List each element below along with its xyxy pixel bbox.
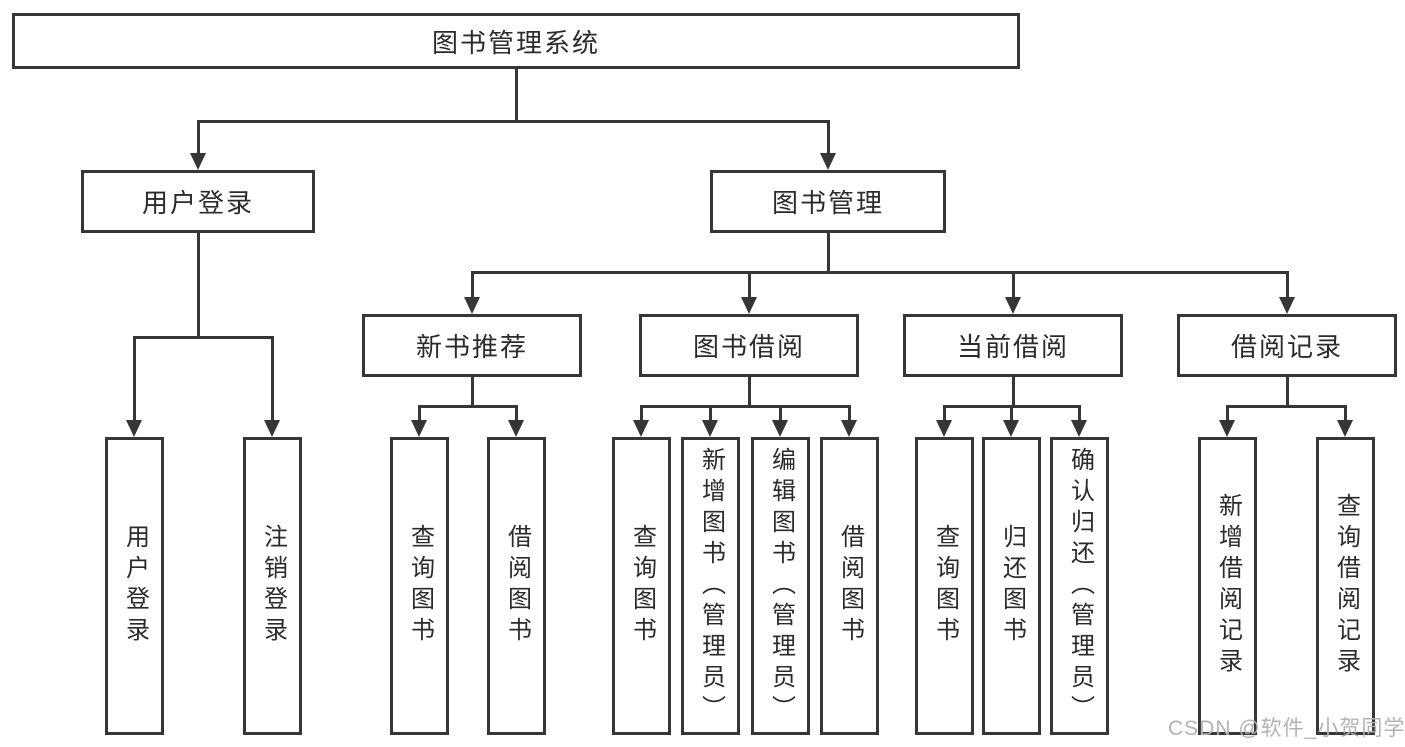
connector-line xyxy=(271,336,274,423)
node-book-borrowing-label: 图书借阅 xyxy=(692,332,805,362)
arrow-down-icon xyxy=(1005,297,1021,314)
leaf-borrow-books-borrowing-label: 借阅图书 xyxy=(836,524,864,648)
connector-line xyxy=(1010,405,1013,423)
node-library-system: 图书管理系统 xyxy=(12,13,1020,69)
leaf-user-login: 用户登录 xyxy=(105,437,164,735)
leaf-borrow-books-recommend: 借阅图书 xyxy=(487,437,546,735)
connector-line xyxy=(1012,271,1015,300)
connector-line xyxy=(748,377,751,407)
leaf-query-books-current-label: 查询图书 xyxy=(931,524,959,648)
node-borrowing-records: 借阅记录 xyxy=(1177,314,1397,377)
leaf-borrow-books-recommend-label: 借阅图书 xyxy=(503,524,531,648)
leaf-confirm-return-admin-label: 确认归还（管理员） xyxy=(1066,446,1094,726)
connector-line xyxy=(197,120,200,157)
leaf-query-borrow-record-label: 查询借阅记录 xyxy=(1332,493,1360,679)
leaf-query-books-borrowing-label: 查询图书 xyxy=(628,524,656,648)
arrow-down-icon xyxy=(633,420,649,437)
connector-line xyxy=(515,405,518,423)
connector-line xyxy=(197,233,200,338)
arrow-down-icon xyxy=(772,420,788,437)
connector-line xyxy=(779,405,782,423)
leaf-logout-label: 注销登录 xyxy=(259,524,287,648)
arrow-down-icon xyxy=(741,297,757,314)
leaf-return-books: 归还图书 xyxy=(982,437,1041,735)
leaf-query-books-borrowing: 查询图书 xyxy=(612,437,671,735)
arrow-down-icon xyxy=(126,420,142,437)
leaf-add-book-admin: 新增图书（管理员） xyxy=(681,437,740,735)
connector-line xyxy=(827,233,830,273)
arrow-down-icon xyxy=(464,297,480,314)
leaf-query-books-recommend-label: 查询图书 xyxy=(406,524,434,648)
node-new-book-recommend: 新书推荐 xyxy=(362,314,582,377)
arrow-down-icon xyxy=(264,420,280,437)
arrow-down-icon xyxy=(936,420,952,437)
connector-line xyxy=(1226,405,1229,423)
leaf-edit-book-admin-label: 编辑图书（管理员） xyxy=(767,446,795,726)
connector-line xyxy=(197,120,830,123)
arrow-down-icon xyxy=(508,420,524,437)
arrow-down-icon xyxy=(411,420,427,437)
node-book-management-label: 图书管理 xyxy=(771,188,884,218)
connector-line xyxy=(943,405,946,423)
connector-line xyxy=(709,405,712,423)
arrow-down-icon xyxy=(820,153,836,170)
leaf-confirm-return-admin: 确认归还（管理员） xyxy=(1050,437,1109,735)
arrow-down-icon xyxy=(1003,420,1019,437)
arrow-down-icon xyxy=(702,420,718,437)
connector-line xyxy=(133,336,136,423)
node-current-borrowing-label: 当前借阅 xyxy=(956,332,1069,362)
node-user-login-label: 用户登录 xyxy=(141,188,254,218)
leaf-query-books-recommend: 查询图书 xyxy=(390,437,449,735)
leaf-query-borrow-record: 查询借阅记录 xyxy=(1316,437,1375,735)
leaf-edit-book-admin: 编辑图书（管理员） xyxy=(751,437,810,735)
leaf-return-books-label: 归还图书 xyxy=(998,524,1026,648)
connector-line xyxy=(515,69,518,122)
connector-line xyxy=(418,405,518,408)
arrow-down-icon xyxy=(1071,420,1087,437)
connector-line xyxy=(471,377,474,407)
arrow-down-icon xyxy=(190,153,206,170)
node-borrowing-records-label: 借阅记录 xyxy=(1230,332,1343,362)
leaf-query-books-current: 查询图书 xyxy=(915,437,974,735)
connector-line xyxy=(640,405,851,408)
connector-line xyxy=(1012,377,1015,407)
connector-line xyxy=(471,271,1288,274)
connector-line xyxy=(418,405,421,423)
leaf-logout: 注销登录 xyxy=(243,437,302,735)
connector-line xyxy=(1226,405,1346,408)
node-library-system-label: 图书管理系统 xyxy=(431,27,600,58)
connector-line xyxy=(640,405,643,423)
connector-line xyxy=(1286,271,1289,300)
node-current-borrowing: 当前借阅 xyxy=(903,314,1123,377)
arrow-down-icon xyxy=(1279,297,1295,314)
connector-line xyxy=(133,336,274,339)
connector-line xyxy=(1078,405,1081,423)
node-book-management: 图书管理 xyxy=(710,170,946,233)
connector-line xyxy=(748,271,751,300)
node-new-book-recommend-label: 新书推荐 xyxy=(415,332,528,362)
connector-line xyxy=(827,120,830,157)
arrow-down-icon xyxy=(1219,420,1235,437)
leaf-add-book-admin-label: 新增图书（管理员） xyxy=(697,446,725,726)
connector-line xyxy=(1344,405,1347,423)
node-user-login: 用户登录 xyxy=(81,170,315,233)
arrow-down-icon xyxy=(841,420,857,437)
connector-line xyxy=(1286,377,1289,407)
arrow-down-icon xyxy=(1337,420,1353,437)
leaf-user-login-label: 用户登录 xyxy=(121,524,149,648)
connector-line xyxy=(471,271,474,300)
node-book-borrowing: 图书借阅 xyxy=(639,314,859,377)
leaf-add-borrow-record-label: 新增借阅记录 xyxy=(1214,493,1242,679)
connector-line xyxy=(848,405,851,423)
leaf-add-borrow-record: 新增借阅记录 xyxy=(1198,437,1257,735)
leaf-borrow-books-borrowing: 借阅图书 xyxy=(820,437,879,735)
